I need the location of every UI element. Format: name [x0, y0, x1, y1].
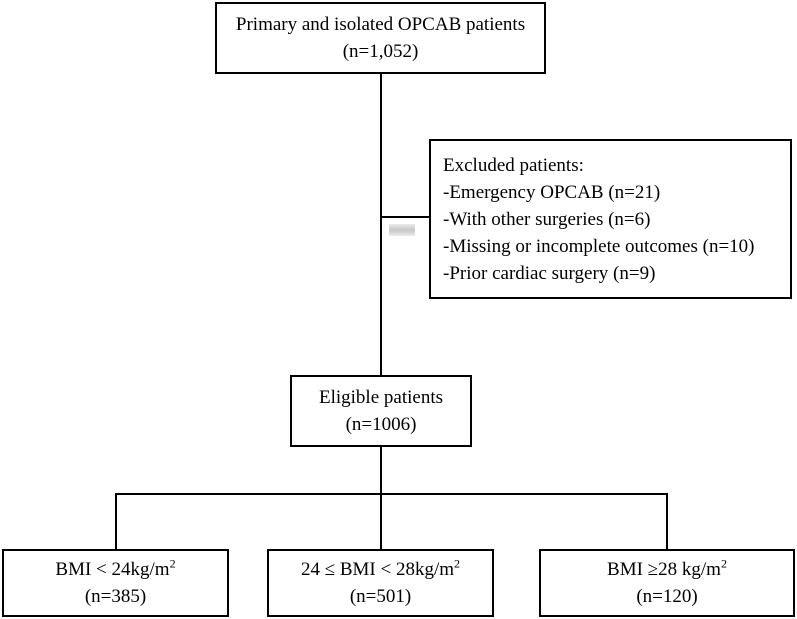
connector-shadow [389, 224, 415, 236]
group-label: BMI < 24kg/m2 [55, 556, 176, 580]
excluded-item: -With other surgeries (n=6) [443, 208, 651, 230]
group-count: (n=120) [636, 586, 698, 607]
connector-eligible-down [380, 446, 382, 493]
group-label: BMI ≥28 kg/m2 [607, 556, 727, 580]
group-count: (n=501) [349, 586, 412, 607]
group-count: (n=385) [84, 586, 147, 607]
group-label: 24 ≤ BMI < 28kg/m2 [300, 556, 461, 580]
top-box-title: Primary and isolated OPCAB patients [235, 14, 526, 35]
group-box-mid-bmi: 24 ≤ BMI < 28kg/m2 (n=501) [267, 549, 494, 617]
eligible-title: Eligible patients [318, 387, 443, 408]
connector-to-excluded [381, 216, 429, 218]
excluded-item: -Prior cardiac surgery (n=9) [443, 262, 656, 284]
connector-group-left [115, 493, 117, 550]
connector-group-middle [380, 493, 382, 550]
connector-groups-horizontal [115, 493, 668, 495]
excluded-box: Excluded patients: -Emergency OPCAB (n=2… [429, 139, 792, 299]
excluded-item: -Missing or incomplete outcomes (n=10) [443, 235, 755, 257]
connector-group-right [666, 493, 668, 550]
group-box-high-bmi: BMI ≥28 kg/m2 (n=120) [539, 549, 795, 617]
top-box: Primary and isolated OPCAB patients (n=1… [215, 2, 546, 74]
eligible-count: (n=1006) [345, 414, 417, 435]
excluded-heading: Excluded patients: [443, 154, 584, 176]
top-box-count: (n=1,052) [342, 41, 419, 62]
group-box-low-bmi: BMI < 24kg/m2 (n=385) [2, 549, 229, 617]
connector-top-to-eligible [380, 74, 382, 376]
eligible-box: Eligible patients (n=1006) [290, 375, 472, 447]
excluded-item: -Emergency OPCAB (n=21) [443, 181, 661, 203]
